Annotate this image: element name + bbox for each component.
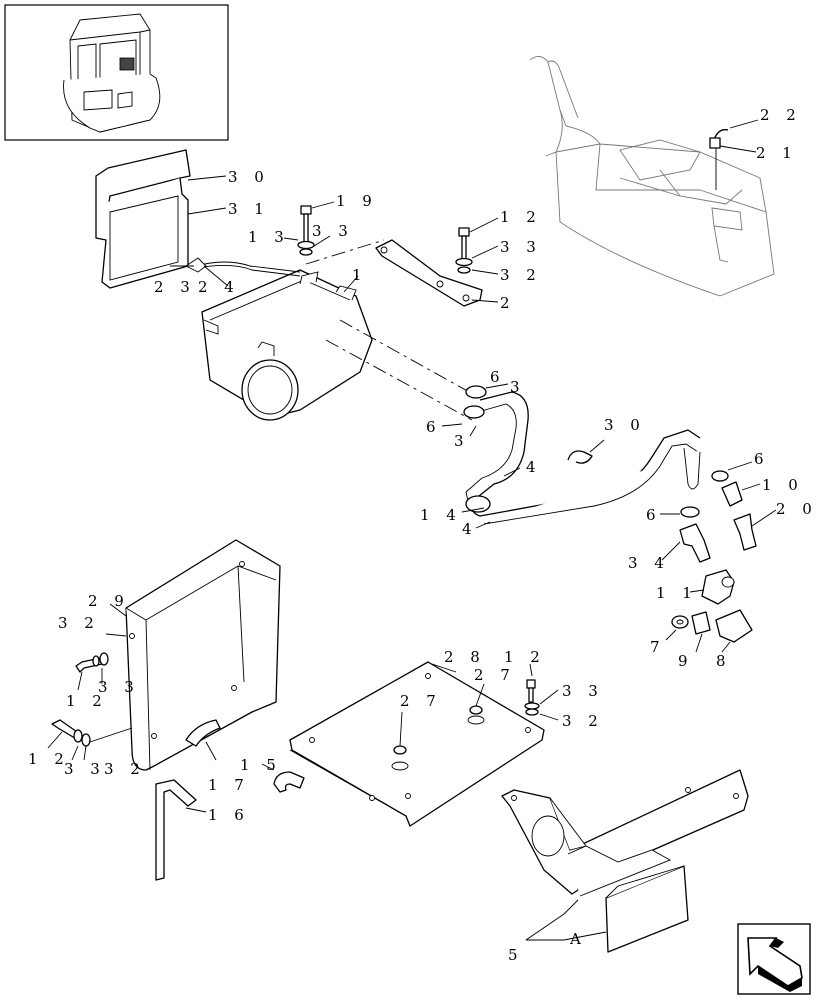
label-21: 2 1	[756, 144, 798, 162]
label-33-side-lower: 3 3	[64, 760, 106, 778]
console-reference-sketch	[529, 56, 775, 297]
label-20: 2 0	[776, 500, 816, 518]
gasket-frame[interactable]	[95, 149, 227, 289]
label-4-upper: 4	[526, 458, 542, 476]
heater-unit-1[interactable]	[170, 257, 373, 421]
part-21-22-fitting[interactable]	[709, 119, 759, 190]
label-3-lower: 3	[454, 432, 470, 450]
label-34: 3 4	[628, 554, 670, 572]
label-32-side: 3 2	[58, 614, 100, 632]
label-12-side-lower: 1 2	[28, 750, 70, 768]
bracket-2[interactable]	[375, 239, 499, 307]
hose-17[interactable]	[185, 719, 221, 761]
label-30-clamp: 3 0	[604, 416, 646, 434]
label-16: 1 6	[208, 806, 250, 824]
bolt-12-side-upper[interactable]	[75, 652, 109, 691]
label-23: 2 3	[154, 278, 196, 296]
bolt-12-side-lower[interactable]	[47, 719, 91, 761]
label-12-top: 1 2	[500, 208, 542, 226]
label-28: 2 8	[444, 648, 486, 666]
label-13: 1 3	[248, 228, 290, 246]
label-10: 1 0	[762, 476, 804, 494]
alignment-line-bolt	[305, 239, 385, 265]
label-A: A	[569, 930, 587, 948]
label-27-left: 2 7	[400, 692, 442, 710]
label-17: 1 7	[208, 776, 250, 794]
duct-assembly-5[interactable]	[501, 769, 749, 953]
label-24: 2 4	[198, 278, 240, 296]
hose-16[interactable]	[155, 779, 207, 881]
label-29: 2 9	[88, 592, 130, 610]
label-32-side-lower: 3 2	[104, 760, 146, 778]
label-7: 7	[650, 638, 666, 656]
label-8: 8	[716, 652, 732, 670]
elbow-11[interactable]	[689, 569, 735, 605]
label-5: 5	[508, 946, 524, 964]
alignment-line-lower	[325, 339, 473, 421]
label-9: 9	[678, 652, 694, 670]
bolt-19[interactable]	[283, 201, 335, 256]
cab-overview-icon[interactable]	[4, 4, 229, 141]
label-6-right: 6	[754, 450, 770, 468]
label-15: 1 5	[240, 756, 282, 774]
navigation-arrow-icon[interactable]	[737, 923, 811, 995]
floor-plate-28[interactable]	[289, 661, 545, 827]
label-6-left: 6	[426, 418, 442, 436]
label-6-lower: 6	[646, 506, 662, 524]
label-22: 2 2	[760, 106, 802, 124]
hose-clamp-30[interactable]	[567, 439, 605, 464]
label-12-floor: 1 2	[504, 648, 546, 666]
label-30-gasket: 3 0	[228, 168, 270, 186]
label-33-side-upper: 3 3	[98, 678, 140, 696]
label-12-side-upper: 1 2	[66, 692, 108, 710]
label-1: 1	[352, 266, 368, 284]
bolt-12-floor[interactable]	[524, 663, 559, 721]
label-33-floor: 3 3	[562, 682, 604, 700]
fitting-10-20[interactable]	[711, 461, 777, 551]
label-2: 2	[500, 294, 516, 312]
label-32-floor: 3 2	[562, 712, 604, 730]
label-33-top: 3 3	[500, 238, 542, 256]
label-6-upper: 6	[490, 368, 506, 386]
label-3-upper: 3	[510, 378, 526, 396]
bolt-12[interactable]	[455, 217, 499, 275]
label-4-lower: 4	[462, 520, 478, 538]
label-33-left: 3 3	[312, 222, 354, 240]
label-32-top: 3 2	[500, 266, 542, 284]
fitting-34[interactable]	[660, 506, 711, 563]
fittings-7-9-8[interactable]	[665, 609, 753, 653]
label-11: 1 1	[656, 584, 698, 602]
clip-15[interactable]	[261, 763, 305, 793]
label-14: 1 4	[420, 506, 462, 524]
side-panel-29[interactable]	[89, 539, 281, 771]
grommet-27[interactable]	[393, 683, 485, 755]
label-27-right: 2 7	[474, 666, 516, 684]
label-31: 3 1	[228, 200, 270, 218]
label-19: 1 9	[336, 192, 378, 210]
